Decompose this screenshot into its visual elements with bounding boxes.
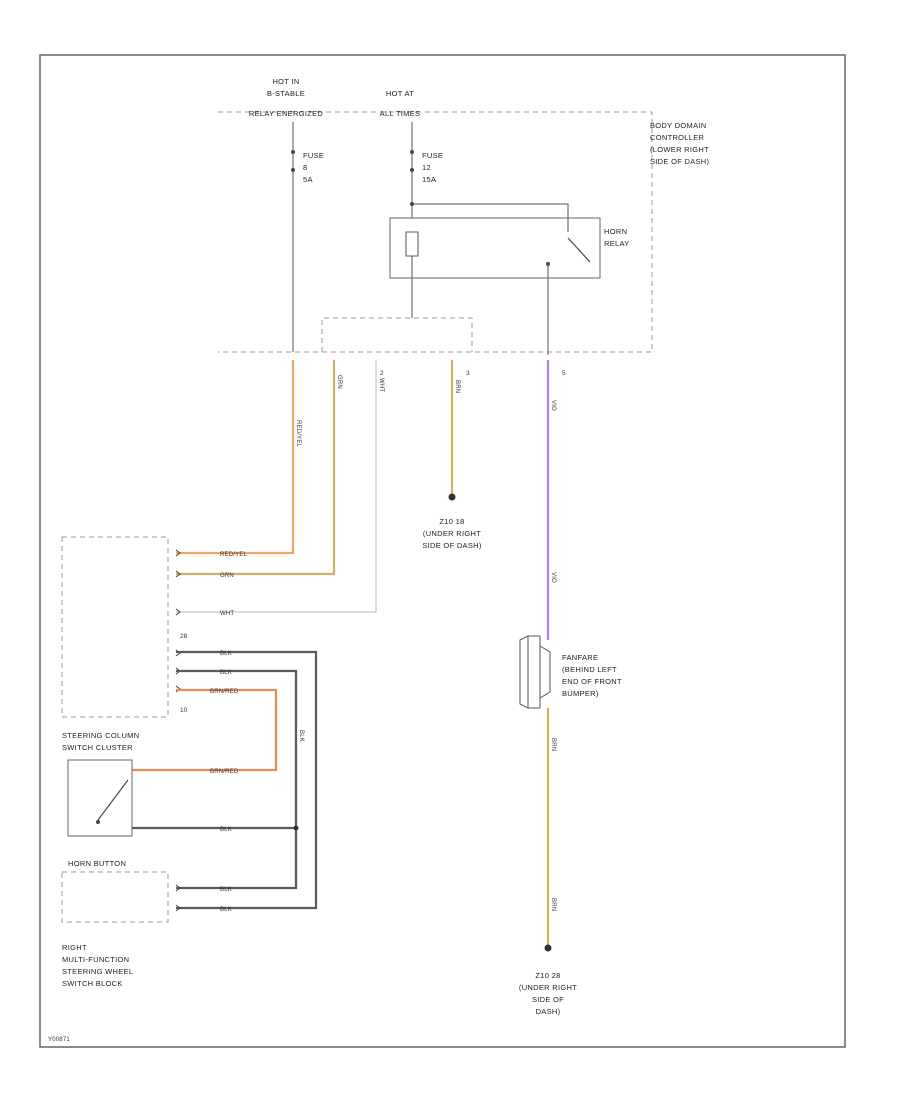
fuse-8-label-2: 8 [303, 163, 307, 172]
wire-label-grn-vertical: GRN [336, 375, 342, 389]
fanfare-horn-symbol [519, 635, 551, 709]
fanfare-label-4: BUMPER) [562, 689, 599, 698]
rmf-label-1: RIGHT [62, 943, 87, 952]
diagram-frame [39, 54, 846, 1048]
ground-28-label-1: Z10 28 [535, 971, 560, 980]
wire-label-blk-4: BLK [220, 887, 232, 893]
wire-label-wht: WHT [220, 611, 234, 617]
rmf-label-2: MULTI-FUNCTION [62, 955, 129, 964]
hot-at-label-2: ALL TIMES [380, 109, 421, 118]
wire-label-vio-1: VIO [550, 400, 556, 411]
splice-junction [293, 825, 299, 831]
bdc-label-2: CONTROLLER [650, 133, 705, 142]
scs-label-1: STEERING COLUMN [62, 731, 139, 740]
bdc-boundary [218, 111, 653, 353]
hot-at-label-1: HOT AT [386, 89, 414, 98]
rmf-label-4: SWITCH BLOCK [62, 979, 123, 988]
wire-label-red-yel: RED/YEL [220, 552, 248, 558]
bdc-label-4: SIDE OF DASH) [650, 157, 710, 166]
horn-button-label: HORN BUTTON [68, 859, 126, 868]
fanfare-label-3: END OF FRONT [562, 677, 622, 686]
fuse-8-terminal-top [291, 150, 295, 154]
horn-switch-contact [96, 820, 100, 824]
horn-switch-blade [97, 779, 129, 821]
fuse-12-label-3: 15A [422, 175, 436, 184]
fuse-12-terminal-bottom [410, 168, 414, 172]
rmf-label-3: STEERING WHEEL [62, 967, 133, 976]
fanfare-label-1: FANFARE [562, 653, 598, 662]
wire-label-blk-1: BLK [220, 651, 232, 657]
ground-18-label-1: Z10 18 [439, 517, 464, 526]
relay-switch-blade [567, 237, 591, 263]
ground-28-label-2: (UNDER RIGHT [519, 983, 577, 992]
wire-label-grn: GRN [220, 573, 234, 579]
ground-18-label-2: (UNDER RIGHT [423, 529, 481, 538]
wire-grn [176, 360, 336, 576]
horn-relay-box [389, 217, 601, 279]
ground-18-label-3: SIDE OF DASH) [422, 541, 482, 550]
fuse-12-label-2: 12 [422, 163, 431, 172]
wire-label-brn-red-2: BRN/RED [210, 769, 239, 775]
horn-button-block [61, 871, 169, 923]
wire-label-brn-red-1: BRN/RED [210, 689, 239, 695]
hot-run-label-2: B-STABLE [267, 89, 305, 98]
horn-switch-box [67, 759, 133, 837]
ground-28-label-3: SIDE OF [532, 995, 564, 1004]
fuse-8-label-3: 5A [303, 175, 313, 184]
wire-blk-horn [176, 669, 298, 890]
fuse-8-label-1: FUSE [303, 151, 324, 160]
scs-label-2: SWITCH CLUSTER [62, 743, 133, 752]
ground-28-label-4: DASH) [536, 1007, 561, 1016]
wire-label-blk-3: BLK [220, 827, 232, 833]
wire-brn-red [132, 688, 278, 772]
wire-label-brn-2: BRN [550, 738, 556, 751]
wire-label-blk-vertical: BLK [298, 730, 304, 742]
wire-label-red-yel-vertical: RED/YEL [295, 420, 301, 448]
hot-run-label-1: HOT IN [272, 77, 299, 86]
bdc-internal-module [321, 317, 473, 352]
fuse-12-terminal-top [410, 150, 414, 154]
ground-z10-28 [544, 944, 552, 952]
hot-run-label-3: RELAY ENERGIZED [249, 109, 324, 118]
wire-label-brn-3: BRN [550, 898, 556, 911]
wire-label-brn-1: BRN [454, 380, 460, 393]
relay-coil [405, 231, 419, 257]
wire-wht [176, 360, 377, 613]
wire-red-yel [176, 360, 295, 555]
wire-label-wht-vertical: WHT [378, 378, 384, 392]
bdc-pin-3: 3 [466, 370, 470, 377]
horn-button-markers [175, 884, 181, 912]
horn-relay-label-2: RELAY [604, 239, 630, 248]
wire-label-blk-2: BLK [220, 670, 232, 676]
steering-pin-28: 28 [180, 633, 188, 640]
page-code: Y00871 [48, 1037, 70, 1043]
wire-label-vio-2: VIO [550, 572, 556, 583]
horn-relay-label-1: HORN [604, 227, 627, 236]
relay-feed-junction [410, 202, 414, 206]
steering-column-switch-cluster [61, 536, 169, 718]
bdc-pin-5: 5 [562, 370, 566, 377]
wire-blk-loop [176, 650, 318, 910]
bdc-label-3: (LOWER RIGHT [650, 145, 709, 154]
fuse-12-label-1: FUSE [422, 151, 443, 160]
fuse-8-terminal-bottom [291, 168, 295, 172]
wire-label-blk-5: BLK [220, 907, 232, 913]
relay-feed-wire [412, 203, 569, 232]
bdc-label-1: BODY DOMAIN [650, 121, 707, 130]
steering-pin-10: 10 [180, 707, 188, 714]
fanfare-label-2: (BEHIND LEFT [562, 665, 617, 674]
bdc-pin-2: 2 [380, 370, 384, 377]
ground-z10-18 [448, 493, 456, 501]
